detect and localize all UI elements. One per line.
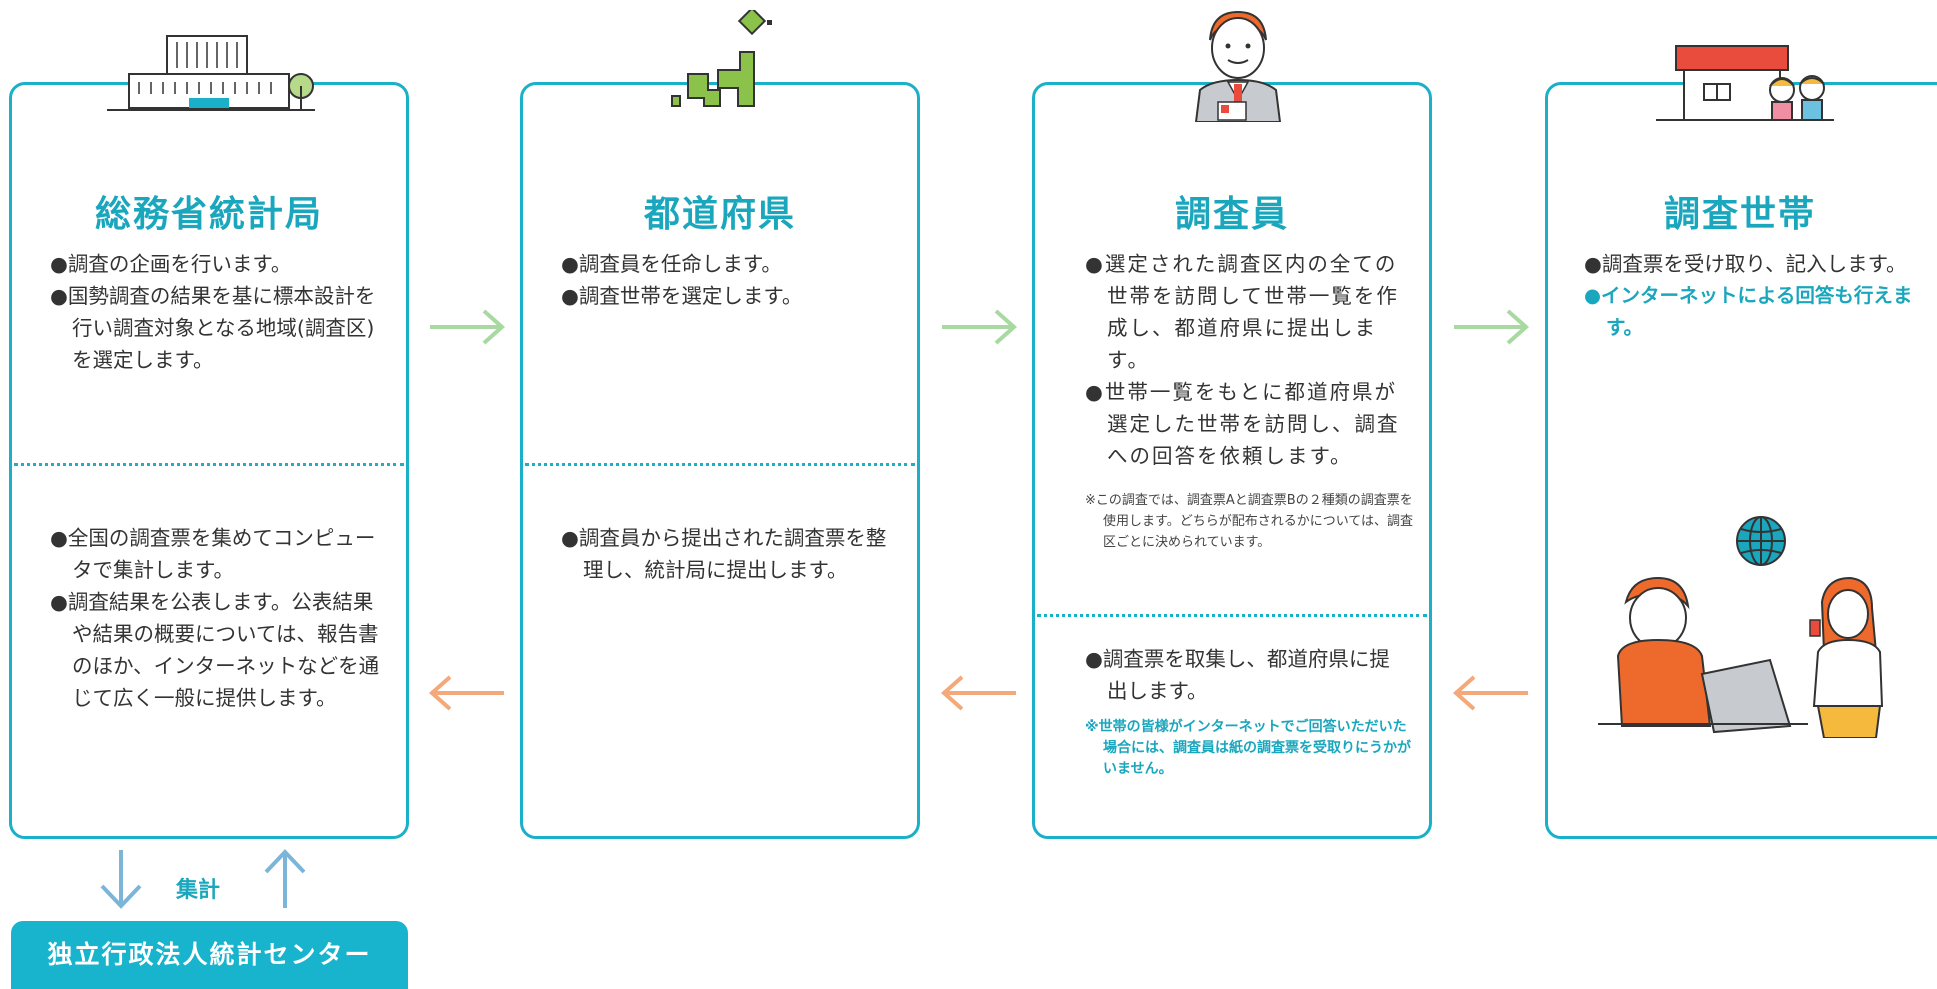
list-item: ●調査世帯を選定します。 xyxy=(561,284,803,308)
list-item: ●世帯一覧をもとに都道府県が選定した世帯を訪問し、調査への回答を依頼します。 xyxy=(1085,380,1400,468)
dotted-divider xyxy=(1037,614,1427,617)
survey-note: ※この調査では、調査票Aと調査票Bの２種類の調査票を使用します。どちらが配布され… xyxy=(1085,493,1414,550)
dotted-divider xyxy=(14,463,404,466)
bottom-list: ●調査票を取集し、都道府県に提出します。 xyxy=(1085,643,1405,707)
list-item: ●国勢調査の結果を基に標本設計を行い調査対象となる地域(調査区)を選定します。 xyxy=(50,284,376,372)
arrow-right-icon xyxy=(942,309,1018,345)
surveyor-icon xyxy=(1194,10,1282,122)
arrow-left-icon xyxy=(940,675,1016,711)
top-list: ●調査票を受け取り、記入します。 ●インターネットによる回答も行えます。 xyxy=(1584,248,1929,344)
list-item: ●調査票を取集し、都道府県に提出します。 xyxy=(1085,647,1390,703)
office-building-icon xyxy=(107,35,315,111)
card-statistics-bureau: 総務省統計局 ●調査の企画を行います。 ●国勢調査の結果を基に標本設計を行い調査… xyxy=(9,82,409,839)
arrow-right-icon xyxy=(1454,309,1530,345)
list-item: ●全国の調査票を集めてコンピュータで集計します。 xyxy=(50,526,376,582)
card-title: 調査員 xyxy=(1174,194,1289,235)
statistics-center-box: 独立行政法人統計センター xyxy=(11,921,408,989)
house-family-icon xyxy=(1656,45,1834,121)
card-title: 総務省統計局 xyxy=(94,194,323,235)
arrow-right-icon xyxy=(430,309,506,345)
list-item: ●調査員を任命します。 xyxy=(561,252,782,276)
list-item-highlight: ●インターネットによる回答も行えます。 xyxy=(1584,284,1913,339)
top-list: ●選定された調査区内の全ての世帯を訪問して世帯一覧を作成し、都道府県に提出します… xyxy=(1085,248,1405,472)
list-item: ●調査結果を公表します。公表結果や結果の概要については、報告書のほか、インターネ… xyxy=(50,590,380,710)
list-item: ●選定された調査区内の全ての世帯を訪問して世帯一覧を作成し、都道府県に提出します… xyxy=(1085,252,1399,372)
card-title: 都道府県 xyxy=(643,194,796,235)
bottom-list: ●全国の調査票を集めてコンピュータで集計します。 ●調査結果を公表します。公表結… xyxy=(50,522,390,714)
dotted-divider xyxy=(525,463,915,466)
list-item: ●調査の企画を行います。 xyxy=(50,252,292,276)
japan-map-icon xyxy=(671,10,772,107)
globe-icon xyxy=(1736,516,1786,566)
arrow-left-icon xyxy=(428,675,504,711)
card-title: 調査世帯 xyxy=(1663,194,1816,235)
aggregate-label: 集計 xyxy=(176,878,221,903)
card-enumerator: 調査員 ●選定された調査区内の全ての世帯を訪問して世帯一覧を作成し、都道府県に提… xyxy=(1032,82,1432,839)
list-item: ●調査票を受け取り、記入します。 xyxy=(1584,252,1907,276)
top-list: ●調査員を任命します。 ●調査世帯を選定します。 xyxy=(561,248,901,312)
list-item: ●調査員から提出された調査票を整理し、統計局に提出します。 xyxy=(561,526,887,582)
household-computer-icon xyxy=(1598,576,1884,738)
card-prefecture: 都道府県 ●調査員を任命します。 ●調査世帯を選定します。 ●調査員から提出され… xyxy=(520,82,920,839)
arrow-up-icon xyxy=(264,849,306,908)
top-list: ●調査の企画を行います。 ●国勢調査の結果を基に標本設計を行い調査対象となる地域… xyxy=(50,248,390,376)
arrow-down-icon xyxy=(100,850,142,909)
arrow-left-icon xyxy=(1452,675,1528,711)
internet-note: ※世帯の皆様がインターネットでご回答いただいた場合には、調査員は紙の調査票を受取… xyxy=(1085,719,1411,777)
bottom-list: ●調査員から提出された調査票を整理し、統計局に提出します。 xyxy=(561,522,901,586)
